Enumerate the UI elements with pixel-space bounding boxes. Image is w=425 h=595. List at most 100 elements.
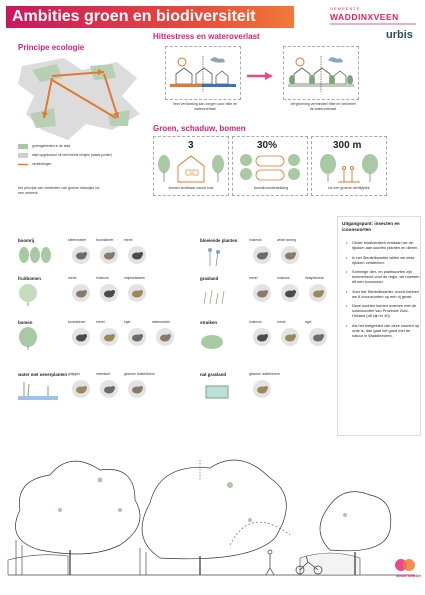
species-icon	[72, 246, 90, 264]
houses-after-illustration	[288, 56, 354, 92]
legend-arrow-icon	[18, 163, 28, 166]
stat-distance-green: 300 m	[333, 140, 362, 151]
hittestress-panel-before	[165, 46, 241, 100]
species-icon	[281, 284, 299, 302]
species-label: merel	[124, 238, 133, 242]
sidebar-point: In het Sleutelkwartier willen we deze ri…	[346, 255, 420, 265]
legend-label-connections: verbindingen	[32, 162, 52, 166]
sidebar-point: Onder biodiversiteit verstaan we de rijk…	[346, 240, 420, 250]
species-label: wilde honing	[277, 238, 296, 242]
species-label: merel	[249, 276, 258, 280]
habitat-illustration	[201, 335, 223, 349]
habitat-label: bomen	[18, 320, 33, 325]
logo-urbis: urbis	[386, 29, 413, 41]
habitat-label: grasland	[200, 276, 219, 281]
species-icon	[253, 246, 271, 264]
hittestress-caption-after: Vergroening vermindert hitte en verbeter…	[290, 102, 356, 111]
species-label: huismus	[96, 276, 109, 280]
species-icon	[128, 246, 146, 264]
legend-green-swatch-icon	[18, 144, 28, 149]
species-icon	[100, 328, 118, 346]
habitat-illustration	[19, 284, 37, 306]
species-label: huismus	[249, 238, 262, 242]
species-icon	[309, 284, 327, 302]
page-title: Ambities groen en biodiversiteit	[6, 6, 294, 28]
species-icon	[253, 284, 271, 302]
species-label: rietspitsmuis	[305, 276, 324, 280]
habitat-illustration	[205, 385, 229, 399]
habitat-illustration	[208, 248, 220, 267]
habitat-label: struiken	[200, 320, 218, 325]
sidebar-point: Voor het Sleutelkwartier, noord hebben w…	[346, 289, 420, 299]
species-label: meerkoet	[96, 372, 111, 376]
ecology-network-map	[18, 58, 140, 140]
species-label: gewone dotterbloem	[249, 372, 280, 376]
habitat-illustration	[19, 247, 51, 263]
species-icon	[72, 284, 90, 302]
habitat-label: boomrij	[18, 238, 35, 243]
species-icon	[100, 380, 118, 398]
logo-line-icon	[330, 23, 416, 25]
groen-panel-distance	[311, 136, 387, 196]
species-label: boomklever	[68, 320, 86, 324]
habitat-label: water met oeverplanten	[18, 372, 68, 377]
species-icon	[128, 380, 146, 398]
legend-label-green: groengebieden in de stad	[32, 144, 71, 148]
legend-label-city: stad opgebouwd uit veel kleine blokjes (…	[32, 153, 112, 157]
caption-distance-green: tot een groene verblijfplek	[328, 186, 370, 190]
sleutelkwartier-logo-icon	[395, 559, 415, 571]
groen-panel-trees	[153, 136, 229, 196]
heading-principe-ecologie: Principe ecologie	[18, 43, 85, 52]
species-label: egel	[305, 320, 312, 324]
species-label: huismus	[249, 320, 262, 324]
hittestress-caption-before: Veel verharding kan zorgen voor hitte en…	[172, 102, 238, 111]
caption-trees-visible: bomen zichtbaar vanuit huis	[168, 186, 214, 190]
trees-house-illustration	[158, 155, 224, 183]
species-icon	[156, 328, 174, 346]
distance-green-illustration	[320, 154, 378, 183]
species-icon	[128, 284, 146, 302]
species-icon	[281, 328, 299, 346]
sidebar-point: Sommige dier- en plantsoorten zijn kenme…	[346, 269, 420, 284]
habitat-label: nat grasland	[200, 372, 227, 377]
sidebar-list: Onder biodiversiteit verstaan we de rijk…	[346, 240, 420, 342]
principe-caption: het principe van verbinden van groene ei…	[18, 186, 100, 195]
species-icon	[253, 328, 271, 346]
species-label: merel	[96, 320, 105, 324]
caption-canopy-cover: boomkroonbedekking	[253, 186, 289, 190]
species-label: huismus	[277, 276, 290, 280]
species-icon	[309, 328, 327, 346]
species-label: egel	[124, 320, 131, 324]
species-label: merel	[68, 276, 77, 280]
sidebar-point: Deze soorten komen overeen met de icoons…	[346, 303, 420, 318]
habitat-illustration	[18, 382, 58, 400]
sidebar-border	[337, 216, 421, 436]
hittestress-panel-after	[283, 46, 359, 100]
species-icon	[281, 246, 299, 264]
logo-municipality: WADDINXVEEN	[330, 12, 399, 22]
species-icon	[72, 328, 90, 346]
species-icon	[100, 284, 118, 302]
species-label: steenmarter	[152, 320, 171, 324]
species-label: gewone dotterbloem	[124, 372, 155, 376]
habitat-label: fruitbomen	[18, 276, 41, 281]
habitat-illustration	[19, 327, 37, 350]
houses-before-illustration	[170, 56, 236, 92]
heading-hittestress: Hittestress en wateroverlast	[153, 32, 260, 41]
habitat-label: bloeiende planten	[200, 238, 238, 243]
species-label: grijsgier	[68, 372, 80, 376]
logo-municipality-top: GEMEENTE	[330, 6, 361, 11]
species-label: vetplantwants	[124, 276, 145, 280]
stat-canopy-cover: 30%	[257, 140, 278, 151]
sidebar-point: Als het leefgebied van deze soorten op o…	[346, 323, 420, 338]
species-label: merel	[277, 320, 286, 324]
stat-trees-visible: 3	[188, 140, 194, 151]
groen-panel-canopy	[232, 136, 308, 196]
species-icon	[100, 246, 118, 264]
species-icon	[72, 380, 90, 398]
footer-logo-text: Sleutel kwartier	[396, 574, 422, 578]
species-icon	[253, 380, 271, 398]
species-label: boomklever	[96, 238, 114, 242]
canopy-coverage-illustration	[240, 154, 300, 181]
